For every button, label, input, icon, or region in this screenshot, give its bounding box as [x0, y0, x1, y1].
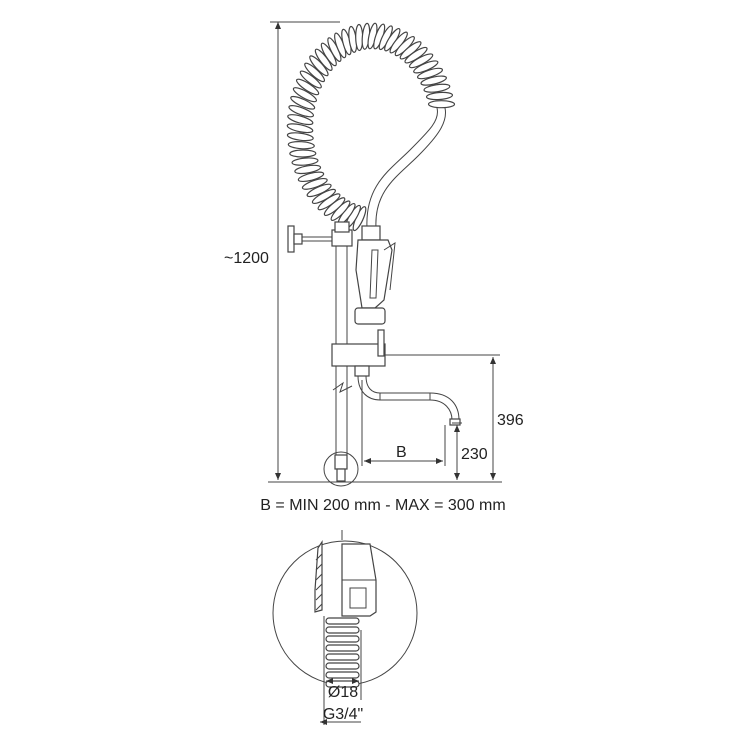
wall-bracket [287, 225, 353, 253]
thread-ring [325, 626, 360, 634]
coil-loop [420, 75, 447, 86]
thread-ring [325, 662, 360, 670]
swivel-spout [357, 375, 461, 426]
spray-gun [354, 225, 396, 325]
dimension-outlet-height: 230 [452, 422, 488, 480]
coil-loop [299, 70, 322, 89]
coil-loop [289, 149, 317, 158]
coil-loop [301, 177, 328, 190]
thread-ring [325, 671, 360, 679]
coil-loop [297, 171, 325, 183]
total-height-label: ~1200 [224, 250, 269, 267]
thread-ring [325, 617, 360, 625]
inlet-detail-marker [323, 451, 359, 487]
reach-note: B = MIN 200 mm - MAX = 300 mm [260, 497, 505, 514]
coil-loop [286, 123, 314, 134]
coil-loop [413, 60, 439, 74]
thread-ring [325, 644, 360, 652]
riser-pipe [332, 221, 353, 460]
spout-height-label: 396 [497, 412, 524, 429]
coil-spring [286, 22, 456, 232]
outlet-height-label: 230 [461, 446, 488, 463]
coil-loop [286, 132, 314, 142]
coil-loop [290, 95, 316, 110]
coil-loop [295, 78, 320, 96]
coil-loop [288, 105, 315, 118]
coil-loop [416, 67, 444, 80]
reach-label: B [396, 444, 407, 461]
thread-ring [325, 635, 360, 643]
coil-loop [304, 62, 326, 83]
coil-loop [287, 114, 314, 126]
dimension-total-height: ~1200 [224, 21, 340, 480]
mixing-valve-body [331, 329, 386, 377]
detail-diameter-label: Ø18 [328, 684, 358, 701]
coil-loop [287, 141, 315, 150]
thread-ring [325, 653, 360, 661]
coil-loop [425, 91, 454, 101]
coil-loop [294, 164, 322, 175]
coil-loop [423, 83, 451, 93]
dimension-reach: B [361, 380, 446, 466]
coil-loop [292, 87, 318, 103]
inlet-detail-view: Ø18 G3/4" [272, 530, 418, 725]
detail-thread-label: G3/4" [323, 706, 363, 723]
coil-loop [291, 157, 319, 166]
coil-loop [427, 100, 456, 109]
dimension-spout-height: 396 [385, 354, 524, 480]
spray-hose [366, 107, 439, 229]
